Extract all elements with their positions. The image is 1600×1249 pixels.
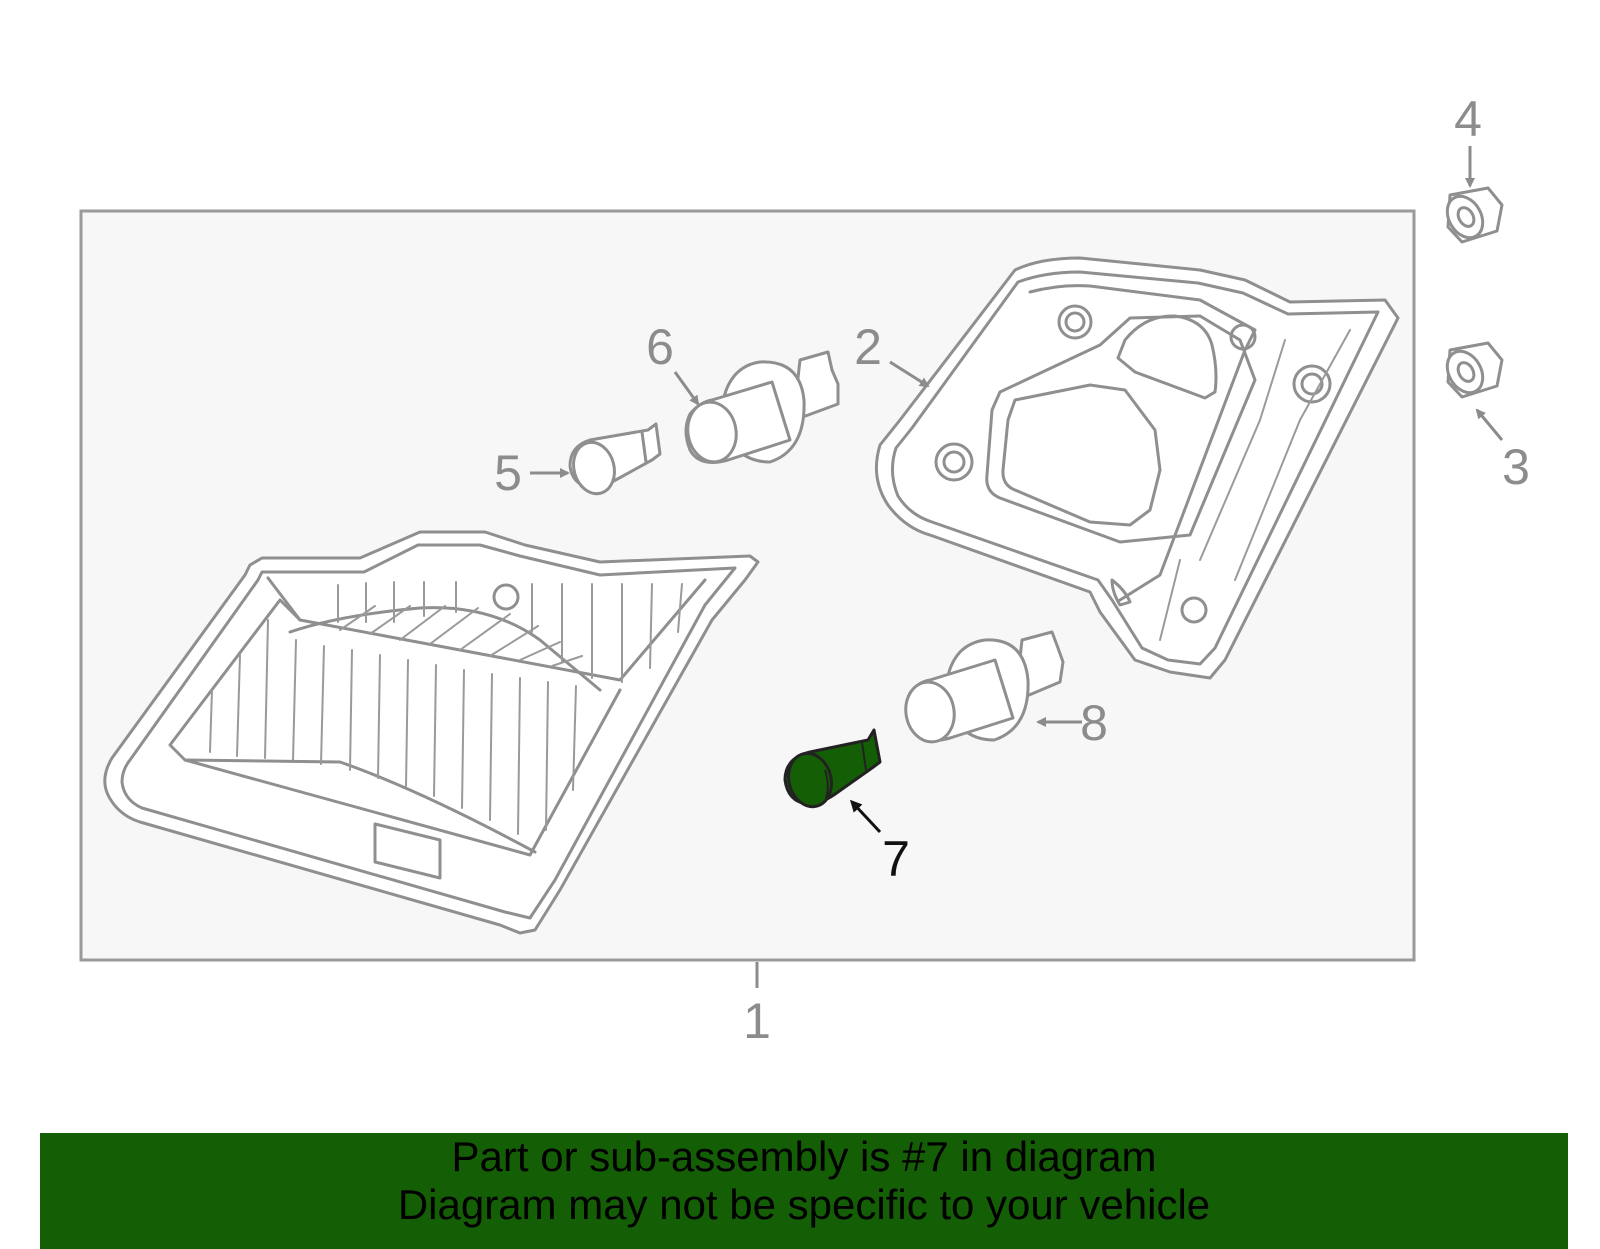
callout-2-arrow [889,360,930,388]
callout-7-arrow [849,799,882,834]
bulb-7-highlighted[interactable] [783,728,882,812]
clip-nut-3[interactable] [1440,341,1504,399]
lamp-lens-housing[interactable] [103,530,760,935]
callout-3: 3 [1502,439,1530,495]
banner-line-part: Part or sub-assembly is #7 in diagram [451,1133,1157,1180]
info-banner: Part or sub-assembly is #7 in diagram Di… [40,1133,1568,1249]
callout-3-arrow [1475,408,1504,441]
lamp-housing-back[interactable] [874,256,1400,680]
bulb-socket-6[interactable] [683,350,840,466]
callout-6-arrow [673,371,700,406]
clip-nut-4[interactable] [1440,186,1504,244]
callout-7: 7 [882,831,910,887]
bulb-socket-8[interactable] [901,630,1065,746]
bulb-7-tip [787,751,833,809]
callout-8: 8 [1080,695,1108,751]
callout-4: 4 [1454,91,1482,147]
bulb-5[interactable] [568,422,662,498]
banner-line-disclaimer: Diagram may not be specific to your vehi… [397,1181,1211,1228]
callout-5: 5 [494,445,522,501]
callout-6: 6 [646,319,674,375]
callout-1: 1 [743,993,771,1049]
callout-2: 2 [854,319,882,375]
